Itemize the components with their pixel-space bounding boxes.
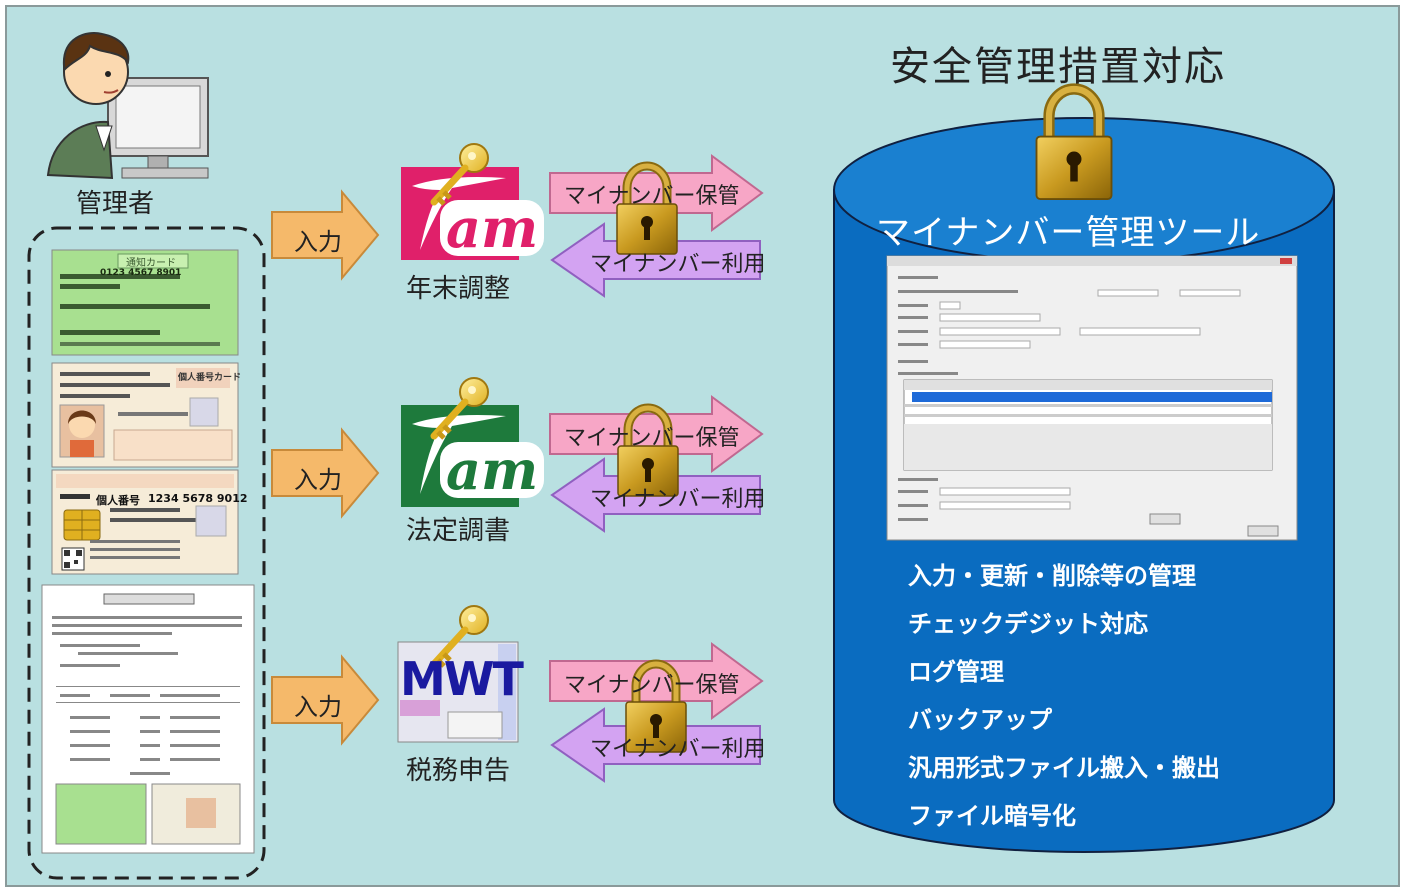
input-label-2: 入力 <box>294 466 342 494</box>
tool-screenshot <box>886 255 1298 541</box>
use-label-3: マイナンバー利用 <box>590 737 766 762</box>
use-label-1: マイナンバー利用 <box>590 252 766 277</box>
personal-number-card-back <box>51 469 239 575</box>
store-label-3: マイナンバー保管 <box>564 673 740 698</box>
tool-name: マイナンバー管理ツール <box>876 213 1261 253</box>
feature-item: バックアップ <box>908 706 1052 734</box>
personal-card-title: 個人番号カード <box>178 373 242 383</box>
admin-label: 管理者 <box>76 189 155 219</box>
store-label-1: マイナンバー保管 <box>564 184 740 209</box>
card-number: 1234 5678 9012 <box>148 492 248 505</box>
houtei-logo-text: am <box>440 442 545 498</box>
feature-item: チェックデジット対応 <box>908 610 1148 638</box>
input-arrow-1 <box>271 189 380 281</box>
feature-item: ファイル暗号化 <box>908 802 1076 830</box>
use-label-2: マイナンバー利用 <box>590 487 766 512</box>
notification-form <box>41 584 255 854</box>
input-arrow-3 <box>271 654 380 746</box>
input-arrow-2 <box>271 427 380 519</box>
nenmatsu-logo-text: am <box>440 200 545 256</box>
feature-item: ログ管理 <box>908 658 1004 686</box>
administrator-figure <box>46 32 209 180</box>
store-label-2: マイナンバー保管 <box>564 426 740 451</box>
feature-item: 入力・更新・削除等の管理 <box>908 562 1196 590</box>
personal-number-card-front <box>51 362 239 468</box>
feature-item: 汎用形式ファイル搬入・搬出 <box>908 754 1220 782</box>
input-label-3: 入力 <box>294 693 342 721</box>
use-arrow-1 <box>550 222 761 298</box>
documents-frame <box>27 226 266 880</box>
app-label-nenmatsu: 年末調整 <box>406 274 511 304</box>
store-arrow-3 <box>549 642 764 720</box>
zeimu-logo-text: MWT <box>400 652 524 706</box>
notice-card <box>51 249 239 356</box>
app-label-houtei: 法定調書 <box>406 516 511 546</box>
store-arrow-1 <box>549 154 764 232</box>
notice-card-number: 0123 4567 8901 <box>100 268 182 278</box>
app-label-zeimu: 税務申告 <box>406 756 511 786</box>
notice-card-title: 通知カード <box>126 258 176 269</box>
input-label-1: 入力 <box>294 228 342 256</box>
card-number-label: 個人番号 <box>96 494 140 507</box>
store-arrow-2 <box>549 395 764 473</box>
page-title: 安全管理措置対応 <box>890 44 1226 90</box>
zeimu-logo <box>397 641 519 743</box>
